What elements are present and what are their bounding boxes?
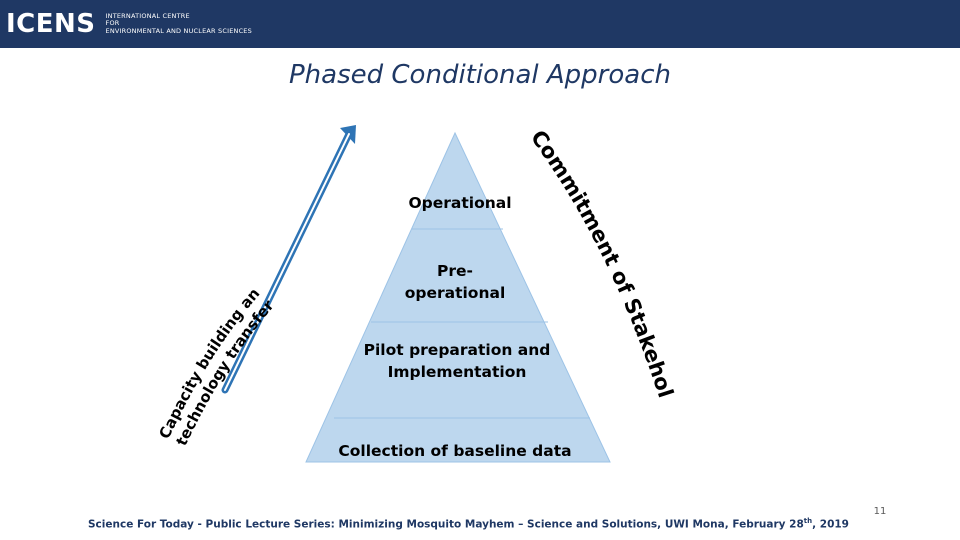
footer-superscript: th: [803, 517, 813, 525]
tier-operational: Operational: [408, 194, 512, 212]
logo-subtitle-line: FOR: [105, 19, 120, 28]
footer-tail: , 2019: [812, 518, 849, 531]
capacity-arrow-outline: [224, 133, 350, 391]
logo-subtitle-line: INTERNATIONAL CENTRE: [105, 11, 190, 20]
logo-subtitle: INTERNATIONAL CENTRE FOR ENVIRONMENTAL A…: [105, 11, 252, 36]
tier-pre-operational: Pre- operational: [404, 262, 506, 302]
stakeholders-arc-label: Commitment of Stakeholders: [0, 0, 678, 401]
page-number: 11: [873, 506, 887, 517]
logo-wordmark: ICENS: [6, 9, 96, 39]
tier-pilot: Pilot preparation and Implementation: [363, 341, 551, 381]
footer-text: Science For Today - Public Lecture Serie…: [88, 518, 804, 531]
icens-logo: ICENS INTERNATIONAL CENTRE FOR ENVIRONME…: [6, 8, 252, 40]
pyramid-triangle: [305, 131, 611, 463]
stakeholders-arc-text: Commitment of Stakeholders: [0, 0, 678, 401]
slide-footer: Science For Today - Public Lecture Serie…: [88, 517, 849, 531]
slide-title: Phased Conditional Approach: [289, 60, 671, 90]
logo-subtitle-line: ENVIRONMENTAL AND NUCLEAR SCIENCES: [105, 26, 252, 35]
tier-baseline: Collection of baseline data: [338, 442, 572, 460]
header-bar: ICENS INTERNATIONAL CENTRE FOR ENVIRONME…: [0, 0, 960, 48]
